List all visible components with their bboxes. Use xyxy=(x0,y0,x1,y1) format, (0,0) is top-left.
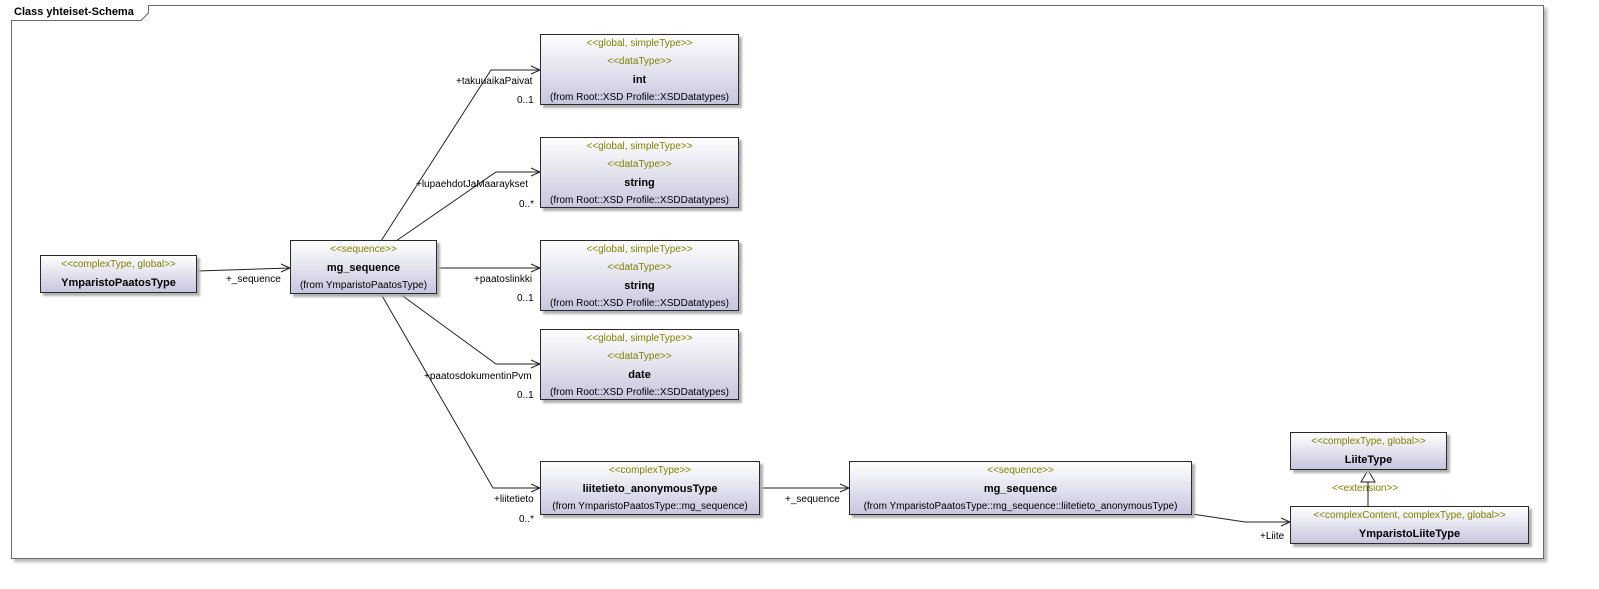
class-origin: (from Root::XSD Profile::XSDDatatypes) xyxy=(550,195,729,206)
class-mg-sequence[interactable]: <<sequence>> mg_sequence (from Ymparisto… xyxy=(290,240,437,294)
class-name: LiiteType xyxy=(1344,454,1393,466)
edge-label-sequence: +_sequence xyxy=(226,274,281,285)
multiplicity-takuuaikapaivat: 0..1 xyxy=(517,95,534,106)
edge-paatosdokumentinpvm xyxy=(399,293,540,365)
multiplicity-lupaehdot: 0..* xyxy=(519,199,535,210)
diagram-frame xyxy=(11,5,1544,559)
class-origin: (from YmparistoPaatosType::mg_sequence) xyxy=(552,501,748,512)
class-origin: (from YmparistoPaatosType::mg_sequence::… xyxy=(863,501,1178,512)
class-name: YmparistoLiiteType xyxy=(1358,528,1461,540)
generalization-arrowhead xyxy=(1360,469,1376,483)
class-name: int xyxy=(632,74,647,86)
class-name: mg_sequence xyxy=(326,262,401,274)
stereotype-datatype: <<dataType>> xyxy=(607,56,672,67)
stereotype-datatype: <<dataType>> xyxy=(607,351,672,362)
stereotype-datatype: <<dataType>> xyxy=(607,262,672,273)
edge-liite xyxy=(1191,513,1290,523)
edge-lupaehdot xyxy=(395,171,540,242)
class-name: date xyxy=(628,369,651,381)
stereotype-datatype: <<dataType>> xyxy=(607,159,672,170)
edge-liitetieto xyxy=(380,293,540,489)
stereotype: <<complexType, global>> xyxy=(1311,436,1426,447)
edge-label-liite: +Liite xyxy=(1260,531,1285,542)
stereotype: <<global, simpleType>> xyxy=(586,141,693,152)
stereotype: <<complexContent, complexType, global>> xyxy=(1313,510,1506,521)
class-liitetieto-anonymoustype[interactable]: <<complexType>> liitetieto_anonymousType… xyxy=(540,461,760,515)
stereotype: <<global, simpleType>> xyxy=(586,333,693,344)
stereotype: <<sequence>> xyxy=(987,465,1054,476)
class-origin: (from Root::XSD Profile::XSDDatatypes) xyxy=(550,298,729,309)
class-name: string xyxy=(624,177,655,189)
edge-label-takuuaikapaivat: +takuuaikaPaivat xyxy=(456,76,533,87)
class-name: liitetieto_anonymousType xyxy=(582,483,718,495)
class-mg-sequence-2[interactable]: <<sequence>> mg_sequence (from Ymparisto… xyxy=(849,461,1192,515)
edge-sequence xyxy=(196,267,291,272)
edge-takuuaikapaivat xyxy=(380,69,540,242)
edge-label-paatosdokumentinpvm: +paatosdokumentinPvm xyxy=(424,371,532,382)
class-name: string xyxy=(624,280,655,292)
class-name: YmparistoPaatosType xyxy=(61,277,176,289)
edge-label-extension: <<extension>> xyxy=(1332,483,1399,494)
multiplicity-paatosdokumentinpvm: 0..1 xyxy=(517,390,534,401)
multiplicity-liitetieto: 0..* xyxy=(519,514,535,525)
class-ymparistoliitetype[interactable]: <<complexContent, complexType, global>> … xyxy=(1290,506,1529,544)
class-date[interactable]: <<global, simpleType>> <<dataType>> date… xyxy=(540,329,739,400)
stereotype: <<complexType>> xyxy=(608,465,692,476)
class-origin: (from YmparistoPaatosType) xyxy=(299,280,428,291)
class-liitetype[interactable]: <<complexType, global>> LiiteType xyxy=(1290,432,1447,470)
class-ymparistopaatostype[interactable]: <<complexType, global>> YmparistoPaatosT… xyxy=(40,255,197,293)
class-int[interactable]: <<global, simpleType>> <<dataType>> int … xyxy=(540,34,739,105)
class-string-2[interactable]: <<global, simpleType>> <<dataType>> stri… xyxy=(540,240,739,311)
stereotype: <<sequence>> xyxy=(330,244,397,255)
multiplicity-paatoslinkki: 0..1 xyxy=(517,293,534,304)
class-origin: (from Root::XSD Profile::XSDDatatypes) xyxy=(550,92,729,103)
frame-title: Class yhteiset-Schema xyxy=(11,5,149,21)
edge-label-lupaehdot: +lupaehdotJaMaaraykset xyxy=(416,179,529,190)
stereotype: <<complexType, global>> xyxy=(61,259,176,270)
stereotype: <<global, simpleType>> xyxy=(586,38,693,49)
edge-label-liitetieto: +liitetieto xyxy=(494,494,534,505)
stereotype: <<global, simpleType>> xyxy=(586,244,693,255)
class-string[interactable]: <<global, simpleType>> <<dataType>> stri… xyxy=(540,137,739,208)
class-name: mg_sequence xyxy=(983,483,1058,495)
edge-label-paatoslinkki: +paatoslinkki xyxy=(474,274,533,285)
edge-label-sequence-2: +_sequence xyxy=(785,494,840,505)
class-origin: (from Root::XSD Profile::XSDDatatypes) xyxy=(550,387,729,398)
